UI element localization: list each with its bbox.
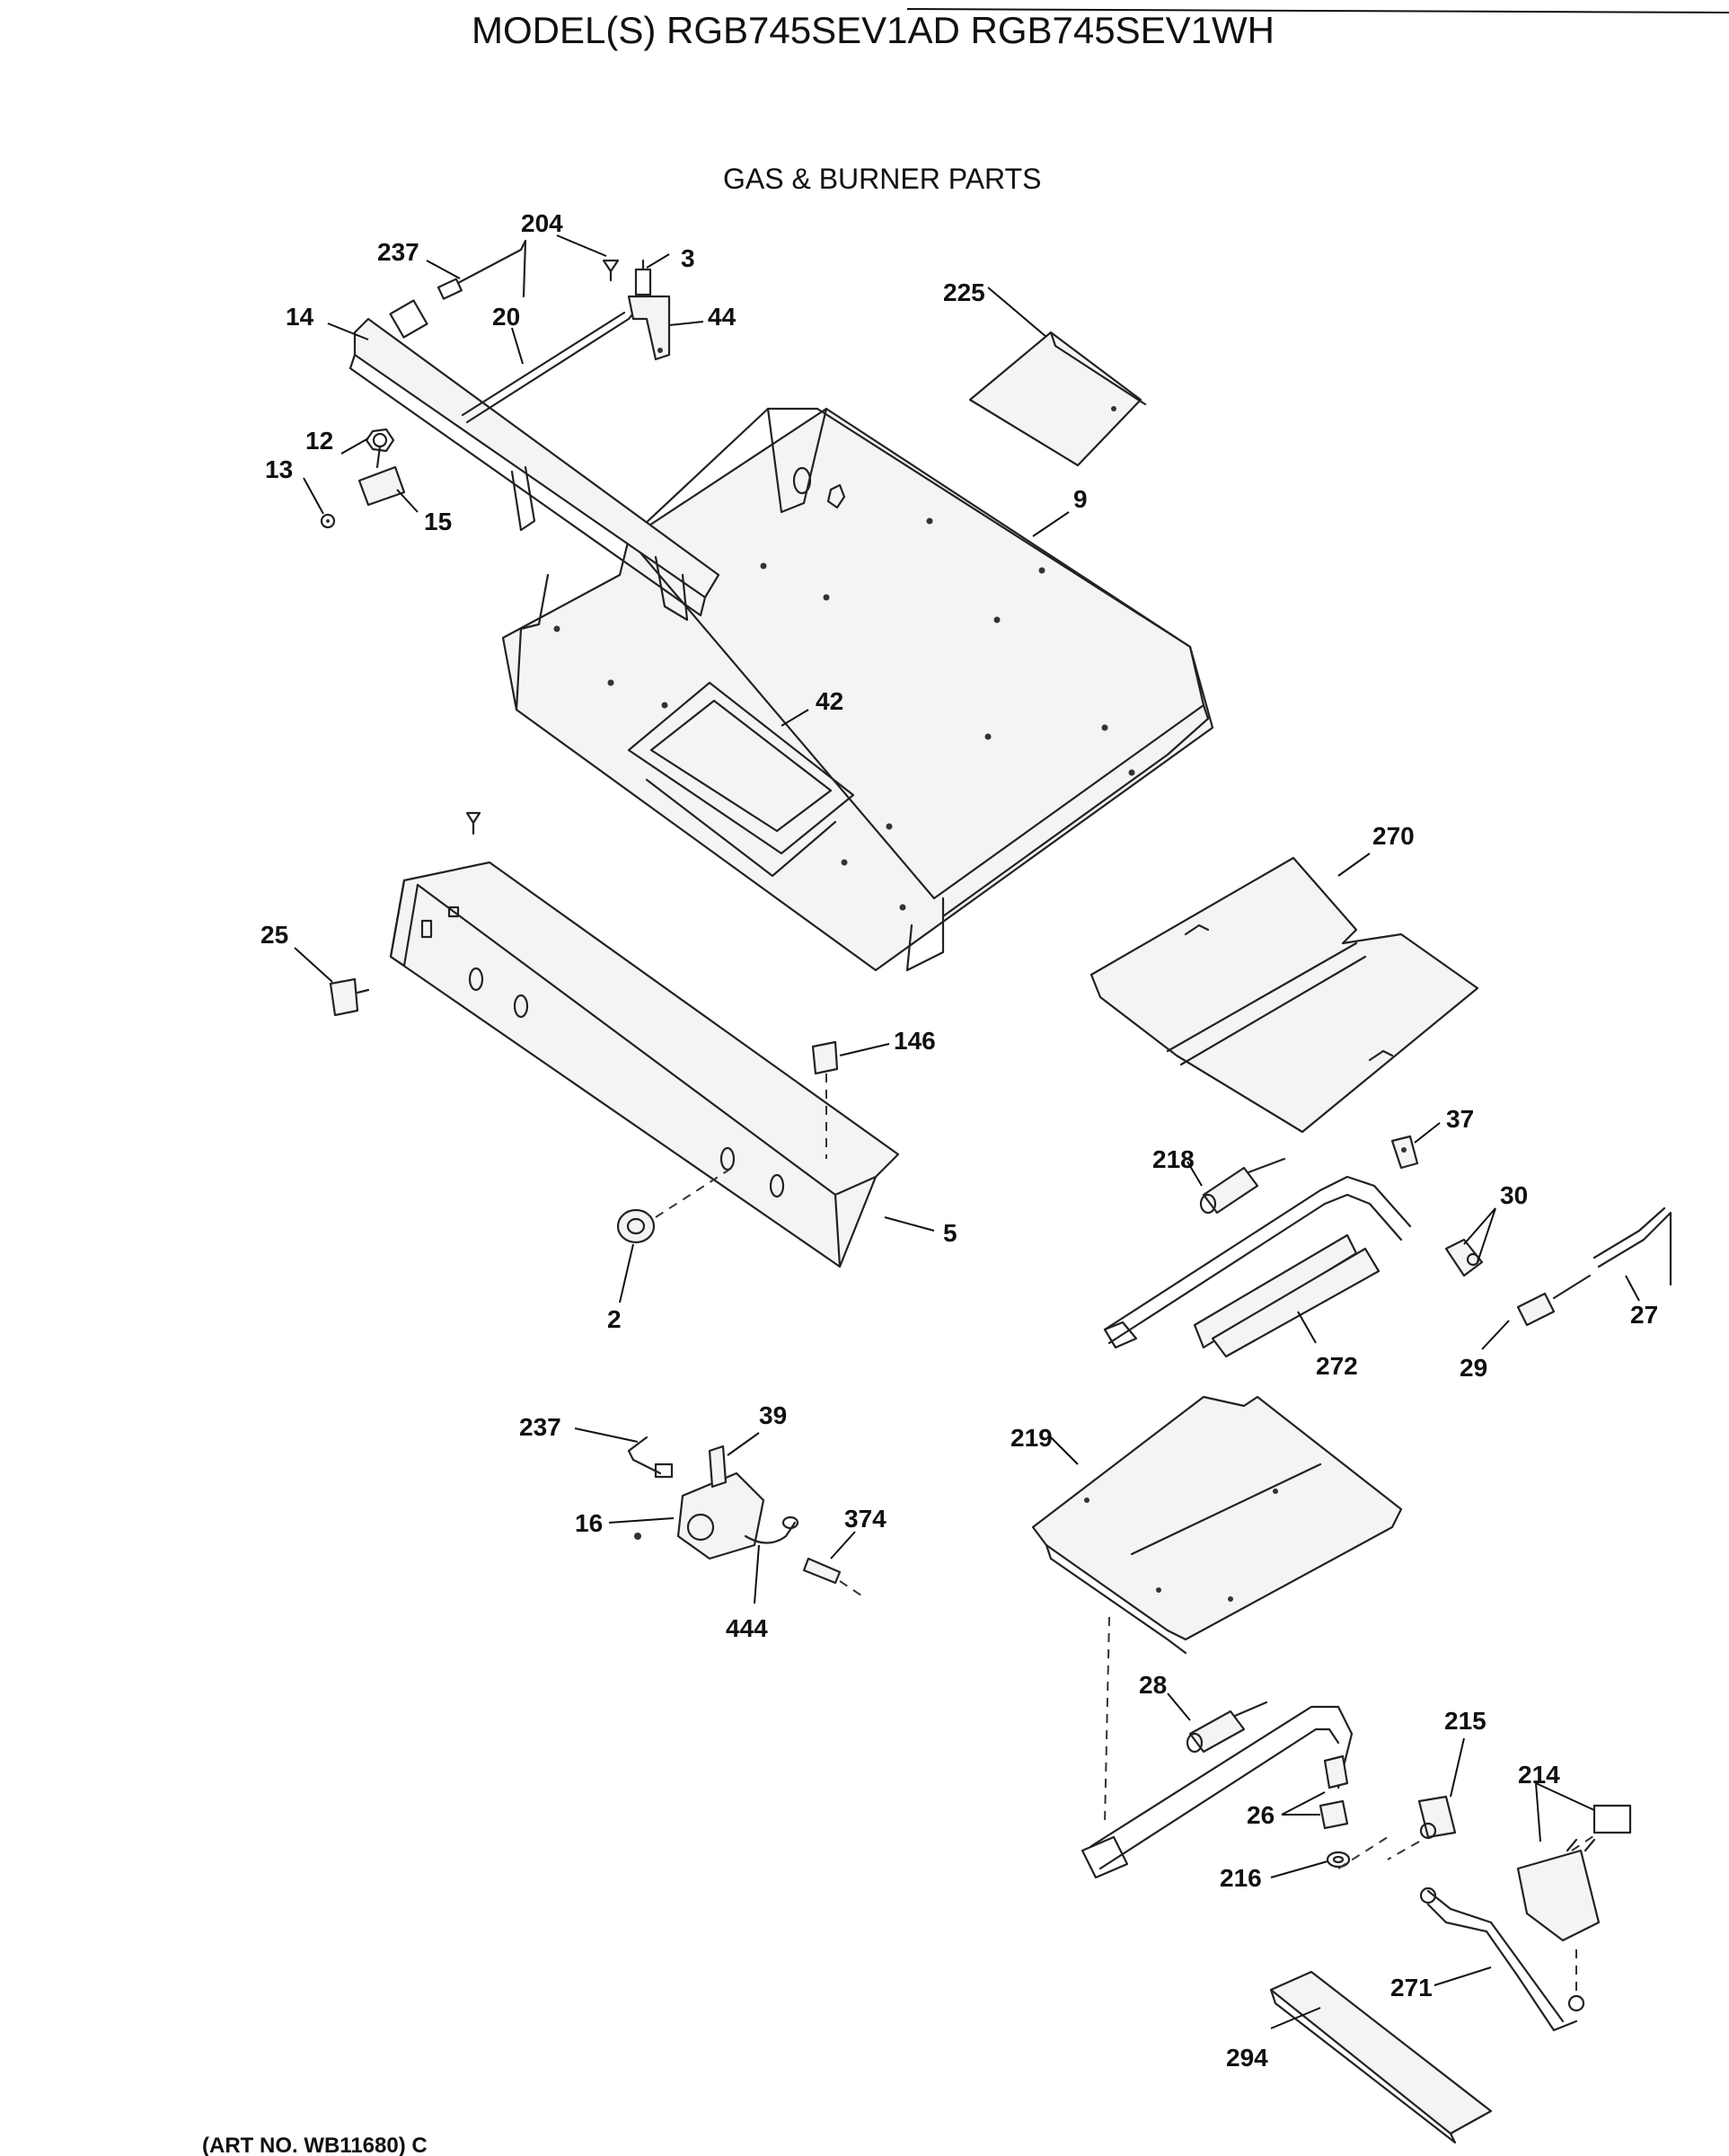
callout-14: 14 — [286, 303, 314, 331]
callout-444: 444 — [726, 1614, 768, 1642]
callout-15: 15 — [424, 508, 452, 535]
igniter-part-28 — [1186, 1701, 1268, 1754]
callout-3: 3 — [681, 244, 695, 272]
callout-37: 37 — [1446, 1105, 1474, 1133]
callout-219: 219 — [1010, 1424, 1053, 1452]
callout-216: 216 — [1220, 1864, 1262, 1892]
callout-28: 28 — [1139, 1671, 1167, 1699]
callout-272: 272 — [1316, 1352, 1358, 1380]
bracket-part-39 — [708, 1445, 728, 1489]
callout-270: 270 — [1372, 822, 1415, 850]
dashed-guide-219 — [1104, 1616, 1110, 1825]
header-rule — [906, 8, 1729, 13]
callout-237-upper: 237 — [377, 238, 419, 266]
shield-part-219 — [1031, 1395, 1403, 1655]
callout-215: 215 — [1444, 1707, 1486, 1735]
dashed-guide-374 — [839, 1580, 868, 1600]
bezel-part-2 — [616, 1208, 656, 1244]
shield-part-270 — [1089, 856, 1479, 1134]
callout-271: 271 — [1390, 1974, 1433, 2001]
igniter-part-218 — [1199, 1157, 1286, 1215]
dashed-guide-214 — [1571, 1832, 1600, 1851]
callout-26: 26 — [1247, 1801, 1275, 1829]
tube-part-271 — [1419, 1886, 1585, 2032]
manifold-part-14 — [348, 299, 720, 622]
callout-204: 204 — [521, 209, 563, 237]
callout-5: 5 — [943, 1219, 957, 1247]
callout-12: 12 — [305, 427, 333, 455]
tube-part-237-upper — [437, 239, 527, 300]
bracket-part-215 — [1417, 1795, 1457, 1840]
screw-part-204 — [602, 259, 620, 282]
callout-27: 27 — [1630, 1301, 1658, 1329]
callout-374: 374 — [844, 1505, 887, 1533]
callout-237-lower: 237 — [519, 1413, 561, 1441]
callout-146: 146 — [894, 1027, 936, 1055]
clip-part-146 — [811, 1040, 839, 1075]
dashed-guide-216 — [1337, 1836, 1389, 1869]
callout-25: 25 — [260, 921, 288, 949]
fitting-part-374 — [802, 1557, 842, 1585]
screw-part-5-top — [465, 811, 481, 835]
burner-part-272 — [1103, 1175, 1412, 1358]
leader-lines — [294, 234, 1640, 2029]
bracket-part-294 — [1269, 1970, 1493, 2144]
callout-44: 44 — [708, 303, 737, 331]
bracket-part-25 — [329, 977, 370, 1017]
callout-218: 218 — [1152, 1145, 1195, 1173]
valve-part-15 — [357, 432, 406, 507]
tube-part-237-lower — [627, 1436, 674, 1479]
callout-39: 39 — [759, 1401, 787, 1429]
model-title: MODEL(S) RGB745SEV1AD RGB745SEV1WH — [472, 9, 1275, 51]
elbow-part-444 — [744, 1515, 799, 1544]
orifice-holder-part-26 — [1319, 1754, 1349, 1830]
gas-tube-part-20 — [461, 304, 641, 424]
manifold-panel-part-5 — [389, 861, 900, 1268]
orifice-part-3 — [634, 259, 652, 296]
washer-part-13 — [320, 513, 336, 529]
gasket-part-42 — [627, 681, 855, 878]
bracket-part-37 — [1390, 1135, 1419, 1170]
shield-part-225 — [968, 331, 1147, 467]
tube-part-27 — [1592, 1206, 1672, 1286]
bracket-part-44 — [627, 295, 671, 361]
callout-29: 29 — [1460, 1354, 1487, 1382]
callout-294: 294 — [1226, 2044, 1268, 2072]
callout-225: 225 — [943, 278, 985, 306]
orifice-part-29 — [1516, 1274, 1592, 1327]
art-number: (ART NO. WB11680) C — [202, 2134, 428, 2156]
callout-9: 9 — [1073, 485, 1088, 513]
burner-box-part-9 — [501, 407, 1214, 972]
bake-burner-tube — [1081, 1705, 1354, 1879]
washer-part-216 — [1326, 1851, 1351, 1869]
safety-valve-part-214 — [1516, 1804, 1632, 1942]
orifice-holder-part-30 — [1444, 1238, 1484, 1277]
callout-13: 13 — [265, 455, 293, 483]
callout-214: 214 — [1518, 1761, 1560, 1789]
dashed-guide-215 — [1387, 1841, 1420, 1860]
regulator-part-16 — [634, 1471, 765, 1560]
callout-30: 30 — [1500, 1181, 1528, 1209]
callout-16: 16 — [575, 1509, 603, 1537]
callout-42: 42 — [816, 687, 843, 715]
callout-2: 2 — [607, 1305, 622, 1333]
callout-20: 20 — [492, 303, 520, 331]
section-title: GAS & BURNER PARTS — [723, 163, 1041, 195]
